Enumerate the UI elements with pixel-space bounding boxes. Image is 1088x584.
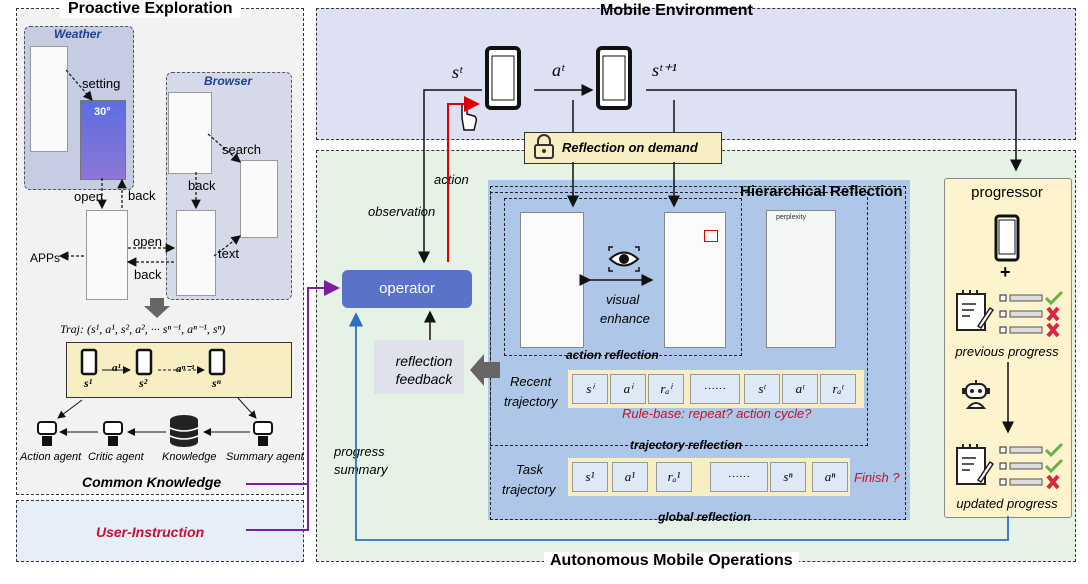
edge-back-2: back xyxy=(188,178,216,193)
recent-traj-line1: Recent xyxy=(510,374,552,389)
progressor-phone-icon xyxy=(994,214,1020,262)
apps-label: APPs xyxy=(30,251,61,265)
action-label: action xyxy=(434,172,469,187)
notepad-icon-updated xyxy=(954,444,995,488)
task-cell: s¹ xyxy=(572,462,608,492)
edge-back-3: back xyxy=(134,267,162,282)
recent-traj-line2: trajectory xyxy=(504,394,558,409)
edge-text: text xyxy=(218,246,239,261)
weather-temp: 30° xyxy=(94,106,111,118)
traj-formula: Traj: (s¹, a¹, s², a², ··· sⁿ⁻¹, aⁿ⁻¹, s… xyxy=(60,322,226,336)
progressor-plus: + xyxy=(1000,262,1011,282)
task-cell: sⁿ xyxy=(770,462,806,492)
user-instruction-label: User-Instruction xyxy=(96,524,205,540)
agent-label-knowledge: Knowledge xyxy=(162,451,217,463)
notepad-icon-previous xyxy=(954,290,995,334)
action-reflection-label: action reflection xyxy=(566,348,659,362)
task-cell: a¹ xyxy=(612,462,648,492)
traj-s1: s¹ xyxy=(84,376,93,390)
recent-cell: aᵗ xyxy=(782,374,818,404)
perplexity-label: perplexity xyxy=(776,214,806,221)
task-cell: aⁿ xyxy=(812,462,848,492)
app-list-screen xyxy=(86,210,128,300)
proactive-title: Proactive Exploration xyxy=(60,0,241,18)
lock-icon xyxy=(532,134,556,160)
state-t1-label: sᵗ⁺¹ xyxy=(652,60,677,80)
traj-an1: aⁿ⁻¹ xyxy=(176,363,195,375)
reflection-feedback-line2: feedback xyxy=(395,371,453,387)
rule-base-label: Rule-base: repeat? action cycle? xyxy=(622,406,812,421)
traj-a1: a¹ xyxy=(112,362,121,374)
state-t-label: sᵗ xyxy=(452,62,463,82)
autonomous-title: Autonomous Mobile Operations xyxy=(544,552,799,570)
agent-label-critic: Critic agent xyxy=(88,451,144,463)
feedback-arrow-icon xyxy=(470,354,500,386)
highlight-mark xyxy=(704,230,718,242)
traj-sn: sⁿ xyxy=(212,376,221,390)
progress-summary-line2: summary xyxy=(334,462,388,477)
task-cell: ······ xyxy=(710,462,768,492)
robot-icon xyxy=(960,378,992,410)
mobile-env-title: Mobile Environment xyxy=(600,2,753,19)
browser-label: Browser xyxy=(204,74,253,88)
task-trajectory-strip xyxy=(568,458,850,496)
task-traj-line2: trajectory xyxy=(502,482,556,497)
weather-label: Weather xyxy=(54,27,102,41)
recent-cell: sⁱ xyxy=(572,374,608,404)
edge-open-2: open xyxy=(133,234,162,249)
recent-cell: rₐᵗ xyxy=(820,374,856,404)
recent-cell: ······ xyxy=(690,374,740,404)
global-reflection-label: global reflection xyxy=(658,510,751,524)
agent-label-action: Action agent xyxy=(20,451,82,463)
visual-enhance-line1: visual xyxy=(606,292,640,307)
browser-screen-1 xyxy=(168,92,212,174)
agent-label-summary: Summary agent xyxy=(226,451,304,463)
traj-s2: s² xyxy=(139,376,148,390)
browser-screen-2 xyxy=(240,160,278,238)
settings-screen-thumbnail xyxy=(30,46,68,152)
mobile-environment-panel xyxy=(316,8,1076,140)
edge-setting: setting xyxy=(82,76,121,91)
checklist-previous xyxy=(998,290,1068,338)
progress-summary-line1: progress xyxy=(334,444,385,459)
perplexity-screenshot xyxy=(766,210,836,348)
recent-cell: rₐⁱ xyxy=(648,374,684,404)
task-traj-line1: Task xyxy=(516,462,543,477)
finish-label: Finish ? xyxy=(854,470,900,485)
hierarchical-title: Hierarchical Reflection xyxy=(740,183,903,200)
action-t-label: aᵗ xyxy=(552,60,565,80)
reflection-feedback-line1: reflection xyxy=(395,353,453,369)
trajectory-reflection-label: trajectory reflection xyxy=(630,438,743,452)
reflection-on-demand-label: Reflection on demand xyxy=(562,140,698,155)
progressor-title: progressor xyxy=(971,184,1043,201)
observation-label: observation xyxy=(368,204,436,219)
recent-cell: sᵗ xyxy=(744,374,780,404)
operator-box[interactable] xyxy=(342,270,472,308)
checklist-updated xyxy=(998,442,1068,490)
edge-back-1: back xyxy=(128,188,156,203)
common-knowledge-label: Common Knowledge xyxy=(82,474,222,490)
edge-search: search xyxy=(222,142,262,157)
updated-progress-label: updated progress xyxy=(956,496,1058,511)
settings-screenshot-left xyxy=(520,212,584,348)
weather-screen-thumbnail xyxy=(80,100,126,180)
eye-icon xyxy=(608,246,640,272)
edge-open: open xyxy=(74,189,103,204)
recent-cell: aⁱ xyxy=(610,374,646,404)
visual-enhance-line2: enhance xyxy=(600,311,650,326)
operator-label: operator xyxy=(379,280,435,297)
task-cell: rₐ¹ xyxy=(656,462,692,492)
previous-progress-label: previous progress xyxy=(955,344,1059,359)
browser-screen-3 xyxy=(176,210,216,296)
